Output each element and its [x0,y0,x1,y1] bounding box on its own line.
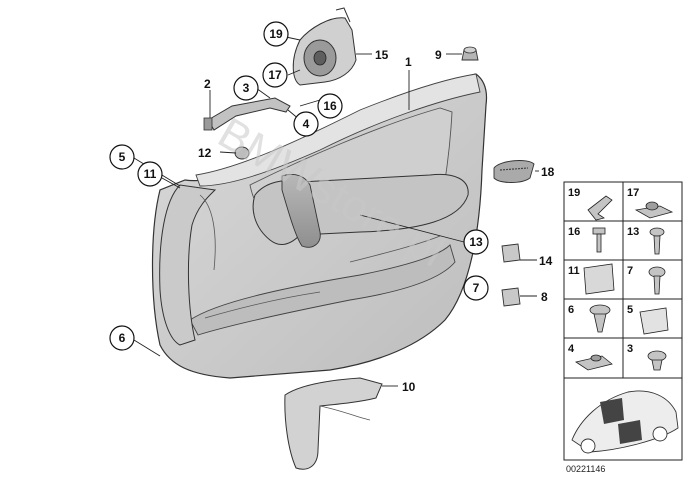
diagram-reference-number: 00221146 [566,464,605,474]
callout-18: 18 [541,165,555,179]
callout-16: 16 [323,99,337,113]
car-outline [571,390,679,453]
callout-14: 14 [539,254,553,268]
legend-cell-label: 5 [627,304,633,316]
callout-11: 11 [144,167,157,181]
callout-4: 4 [303,117,310,131]
door-highlight [600,398,624,424]
legend-cell-label: 19 [568,187,580,199]
cap-part-8 [501,287,521,307]
switch-part-18 [493,160,535,183]
callout-1: 1 [405,55,412,69]
legend-cell-label: 17 [627,187,639,199]
callout-17: 17 [268,68,282,82]
callout-6: 6 [119,331,126,345]
callout-3: 3 [243,81,250,95]
legend-cell-label: 7 [627,265,633,277]
door-trim-panel [151,73,488,379]
callout-5: 5 [119,150,126,164]
map-pocket [189,244,456,336]
fastener-legend: 19 17 16 13 11 7 6 5 4 3 [563,181,683,379]
screw-icon [649,227,665,237]
callout-circle-19 [263,21,289,47]
legend-cell-label: 13 [627,226,639,238]
speaker-assembly [292,7,357,86]
expanding-rivet-icon [589,304,611,316]
clip-strip-icon [583,263,615,295]
legend-cell-label: 4 [568,343,575,355]
front-edge-trim [159,184,217,346]
edge-trim-piece [159,184,217,346]
storage-pocket-10 [284,377,383,470]
callout-12: 12 [198,146,212,160]
callout-19: 19 [269,27,283,41]
callout-9: 9 [435,48,442,62]
legend-cell-label: 11 [568,265,580,277]
vehicle-locator-thumbnail [563,377,683,461]
legend-cell-label: 3 [627,343,633,355]
clip-icon [639,307,669,335]
callout-8: 8 [541,290,548,304]
grab-handle [281,174,321,248]
callout-2: 2 [204,77,211,91]
legend-cell-label: 6 [568,304,574,316]
bracket [203,97,291,131]
callouts: 19 17 15 1 9 2 3 16 4 12 5 11 18 13 14 7… [109,21,555,394]
screw-icon [648,266,666,278]
bracket-bar [207,97,291,131]
screw-icon [592,227,606,235]
callout-13: 13 [469,235,483,249]
callout-10: 10 [402,380,416,394]
callout-15: 15 [375,48,389,62]
legend-cell-label: 16 [568,226,580,238]
clip-icon [587,195,613,221]
callout-7: 7 [473,281,480,295]
button-clip-icon [647,350,667,362]
cap-part-14 [501,243,521,263]
clip-part-9 [461,46,479,61]
